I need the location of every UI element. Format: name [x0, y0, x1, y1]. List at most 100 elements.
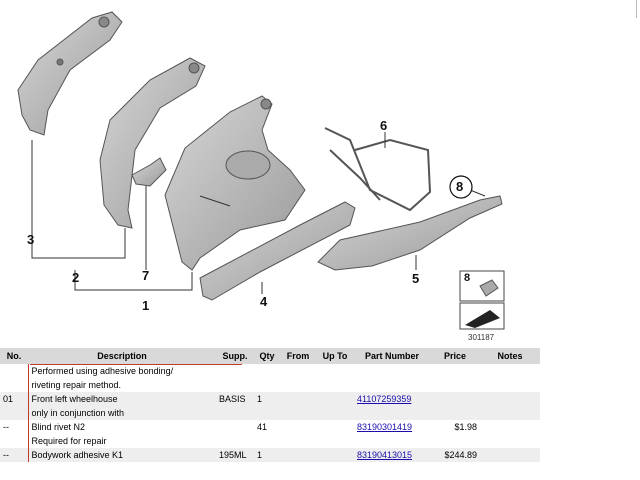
- cell-description: Required for repair: [27, 434, 216, 448]
- cell-no: 01: [0, 392, 28, 406]
- part-2-side-member[interactable]: [99, 57, 206, 229]
- cell-description: Blind rivet N2: [27, 420, 216, 434]
- table-header-row: No. Description Supp. Qty From Up To Par…: [0, 348, 540, 364]
- cell-part-number: 41107259359: [354, 392, 430, 406]
- cell-notes: [480, 392, 540, 406]
- col-price: Price: [430, 348, 480, 364]
- cell-supp: 195ML: [216, 448, 254, 462]
- cell-part-number: 83190413015: [354, 448, 430, 462]
- cell-from: [280, 448, 316, 462]
- cell-from: [280, 434, 316, 448]
- cell-no: [0, 406, 28, 420]
- cell-price: [430, 364, 480, 378]
- cell-from: [280, 378, 316, 392]
- cell-description: riveting repair method.: [27, 378, 216, 392]
- cell-upto: [316, 392, 354, 406]
- cell-from: [280, 406, 316, 420]
- col-supp: Supp.: [216, 348, 254, 364]
- table-row: Performed using adhesive bonding/: [0, 364, 540, 378]
- col-from: From: [280, 348, 316, 364]
- parts-table: No. Description Supp. Qty From Up To Par…: [0, 348, 540, 462]
- cell-price: [430, 378, 480, 392]
- cell-notes: [480, 406, 540, 420]
- cell-notes: [480, 448, 540, 462]
- part-3-rail[interactable]: [17, 11, 123, 136]
- part-number-link[interactable]: 83190301419: [357, 422, 413, 432]
- col-description: Description: [28, 348, 216, 364]
- cell-no: [0, 378, 28, 392]
- cell-price: $1.98: [454, 422, 477, 432]
- part-5-sill[interactable]: [317, 195, 503, 271]
- cell-no: --: [0, 448, 28, 462]
- cell-price: [430, 392, 480, 406]
- callout-6: 6: [380, 118, 388, 133]
- diagram-id: 301187: [468, 333, 495, 342]
- leader-lines: [31, 132, 486, 294]
- cell-notes: [480, 434, 540, 448]
- cell-supp: BASIS: [216, 392, 254, 406]
- cell-qty: [254, 434, 280, 448]
- cell-qty: 1: [254, 392, 280, 406]
- cell-upto: [316, 364, 354, 378]
- cell-qty: [254, 378, 280, 392]
- cell-part-number: [354, 406, 430, 420]
- cell-part-number: [354, 378, 430, 392]
- part-number-link[interactable]: 83190413015: [357, 450, 413, 460]
- cell-qty: 41: [257, 422, 268, 432]
- parts-diagram: [17, 11, 505, 330]
- cell-upto: [316, 420, 354, 434]
- cell-price: [430, 434, 480, 448]
- cell-price: [430, 406, 480, 420]
- callout-3: 3: [27, 232, 35, 247]
- col-notes: Notes: [480, 348, 540, 364]
- callout-2: 2: [72, 270, 80, 285]
- cell-part-number: [354, 434, 430, 448]
- cell-description: Bodywork adhesive K1: [27, 448, 216, 462]
- cell-no: --: [3, 422, 9, 432]
- part-7-bracket[interactable]: [131, 157, 167, 187]
- cell-from: [280, 392, 316, 406]
- col-part-number: Part Number: [354, 348, 430, 364]
- callout-8: 8: [456, 179, 464, 194]
- cell-upto: [316, 448, 354, 462]
- cell-description: Front left wheelhouse: [27, 392, 216, 406]
- cell-from: [280, 364, 316, 378]
- table-row: riveting repair method.: [0, 378, 540, 392]
- window-edge: [636, 0, 637, 18]
- callout-4: 4: [260, 294, 268, 309]
- cell-qty: [254, 364, 280, 378]
- callout-8-circle: [449, 175, 473, 199]
- col-no: No.: [0, 348, 28, 364]
- legend-box: [459, 270, 505, 330]
- table-row: Required for repair: [0, 434, 540, 448]
- cell-qty: 1: [254, 448, 280, 462]
- callout-5: 5: [412, 271, 420, 286]
- cell-supp: [216, 406, 254, 420]
- col-upto: Up To: [316, 348, 354, 364]
- part-1-wheelhouse[interactable]: [164, 95, 306, 271]
- cell-supp: [216, 420, 254, 434]
- cell-notes: [480, 378, 540, 392]
- cell-upto: [316, 378, 354, 392]
- cell-supp: [216, 378, 254, 392]
- cell-description: only in conjunction with: [27, 406, 216, 420]
- cell-price: $244.89: [430, 448, 480, 462]
- cell-notes: [480, 364, 540, 378]
- part-6-frame[interactable]: [324, 127, 432, 212]
- cell-upto: [316, 434, 354, 448]
- col-qty: Qty: [254, 348, 280, 364]
- cell-description: Performed using adhesive bonding/: [27, 364, 216, 378]
- cell-no: [0, 364, 28, 378]
- cell-part-number: [354, 364, 430, 378]
- cell-notes: [480, 420, 540, 434]
- table-row: -- Blind rivet N2 41 83190301419 $1.98: [0, 420, 540, 434]
- part-number-link[interactable]: 41107259359: [357, 394, 412, 404]
- callout-1: 1: [142, 298, 150, 313]
- cell-no: [0, 434, 28, 448]
- cell-qty: [254, 406, 280, 420]
- part-4-lower-rail[interactable]: [199, 201, 356, 301]
- legend-number: 8: [464, 272, 471, 284]
- cell-supp: [216, 434, 254, 448]
- note-top-border: [30, 364, 242, 365]
